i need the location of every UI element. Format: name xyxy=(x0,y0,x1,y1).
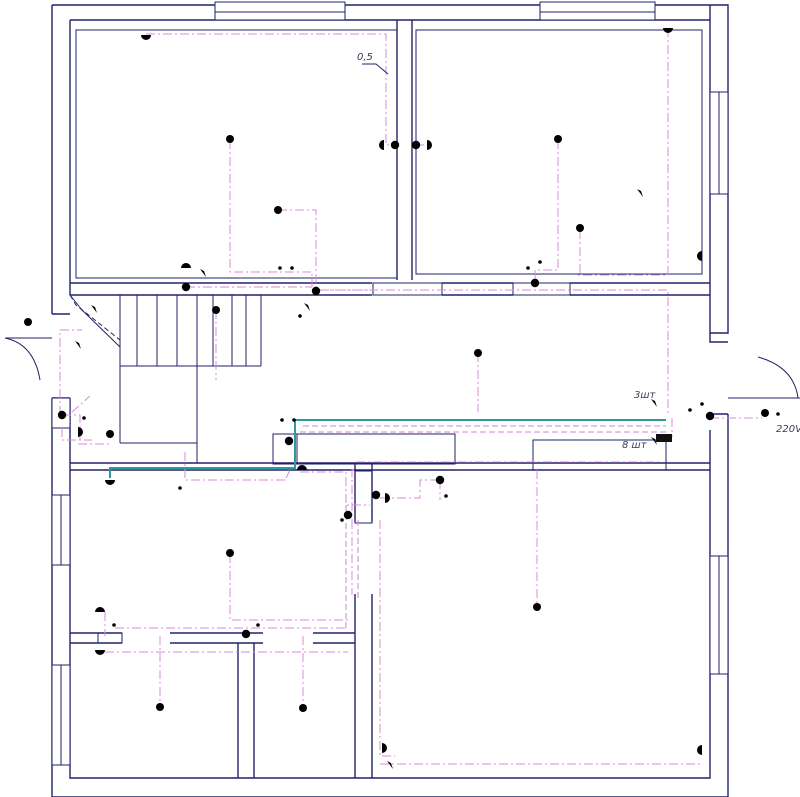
sockets xyxy=(74,24,706,755)
socket-icon xyxy=(697,251,706,261)
switch-icon xyxy=(776,405,787,416)
ceiling-lamp-icon xyxy=(226,549,234,557)
socket-icon xyxy=(378,743,387,753)
ceiling-lamp-icon xyxy=(474,349,482,357)
junction-box-icon xyxy=(284,436,294,446)
wall-sconce-icon xyxy=(192,269,206,283)
wall-sconce-icon xyxy=(629,189,643,203)
junction-box-icon xyxy=(241,629,251,639)
socket-icon xyxy=(181,263,191,272)
junction-box-icon xyxy=(435,475,445,485)
ceiling-lamp-icon xyxy=(156,703,164,711)
wall-sconce-icon xyxy=(643,399,657,413)
wall-sconces xyxy=(67,189,657,775)
junction-box-icon xyxy=(181,282,191,292)
staircase xyxy=(69,294,262,463)
switch-icon xyxy=(444,487,455,498)
socket-icon xyxy=(74,427,83,437)
socket-icon xyxy=(379,140,388,150)
junction-box-icon xyxy=(371,490,381,500)
junction-boxes xyxy=(57,140,715,639)
switch-icon xyxy=(178,479,189,490)
voltage-label: 220V xyxy=(776,424,800,435)
wall-sconce-icon xyxy=(83,305,97,319)
switch-icon xyxy=(526,259,537,270)
cable-section-label: 0,5 xyxy=(357,52,373,63)
socket-icon xyxy=(697,745,706,755)
switch-icon xyxy=(82,409,93,420)
switch-icon xyxy=(278,259,289,270)
switch-icon xyxy=(538,253,549,264)
switch-icon xyxy=(700,395,711,406)
junction-box-icon xyxy=(705,411,715,421)
switch-icon xyxy=(290,259,301,270)
ceiling-lamp-icon xyxy=(533,603,541,611)
switches xyxy=(82,253,787,627)
socket-icon xyxy=(663,24,673,33)
switch-icon xyxy=(291,303,307,319)
switch-icon xyxy=(112,616,123,627)
ceiling-lamp-icon xyxy=(106,430,114,438)
socket-icon xyxy=(141,31,151,40)
ceiling-lamp-icon xyxy=(299,704,307,712)
distribution-panel-icon xyxy=(656,434,672,442)
ceiling-lamp-icon xyxy=(554,135,562,143)
junction-box-icon xyxy=(57,410,67,420)
socket-icon xyxy=(95,646,105,655)
socket-icon xyxy=(297,465,307,474)
wall-sconce-icon xyxy=(379,761,393,775)
ceiling-lamp-icon xyxy=(24,318,32,326)
walls xyxy=(51,4,729,797)
windows xyxy=(51,1,729,766)
wall-sconce-icon xyxy=(67,341,81,355)
junction-box-icon xyxy=(311,286,321,296)
junction-box-icon xyxy=(411,140,421,150)
wiring xyxy=(59,28,762,765)
socket-icon xyxy=(423,140,432,150)
sconce-count-3-label: 3шт xyxy=(634,390,657,401)
wall-sconce-icon xyxy=(296,303,310,317)
ceiling-lamp-icon xyxy=(576,224,584,232)
ceiling-lamp-icon xyxy=(274,206,282,214)
switch-icon xyxy=(256,616,267,627)
socket-icon xyxy=(95,607,105,616)
sconce-count-8-label: 8 шт xyxy=(622,440,648,451)
doors xyxy=(4,282,800,644)
ceiling-lamp-icon xyxy=(761,409,769,417)
ceiling-lamp-icon xyxy=(226,135,234,143)
switch-icon xyxy=(688,401,699,412)
ceiling-lamp-icon xyxy=(212,306,220,314)
junction-box-icon xyxy=(390,140,400,150)
junction-box-icon xyxy=(530,278,540,288)
annotations: 0,5 3шт 8 шт 220V xyxy=(357,52,800,451)
switch-icon xyxy=(280,411,291,422)
junction-box-icon xyxy=(343,510,353,520)
